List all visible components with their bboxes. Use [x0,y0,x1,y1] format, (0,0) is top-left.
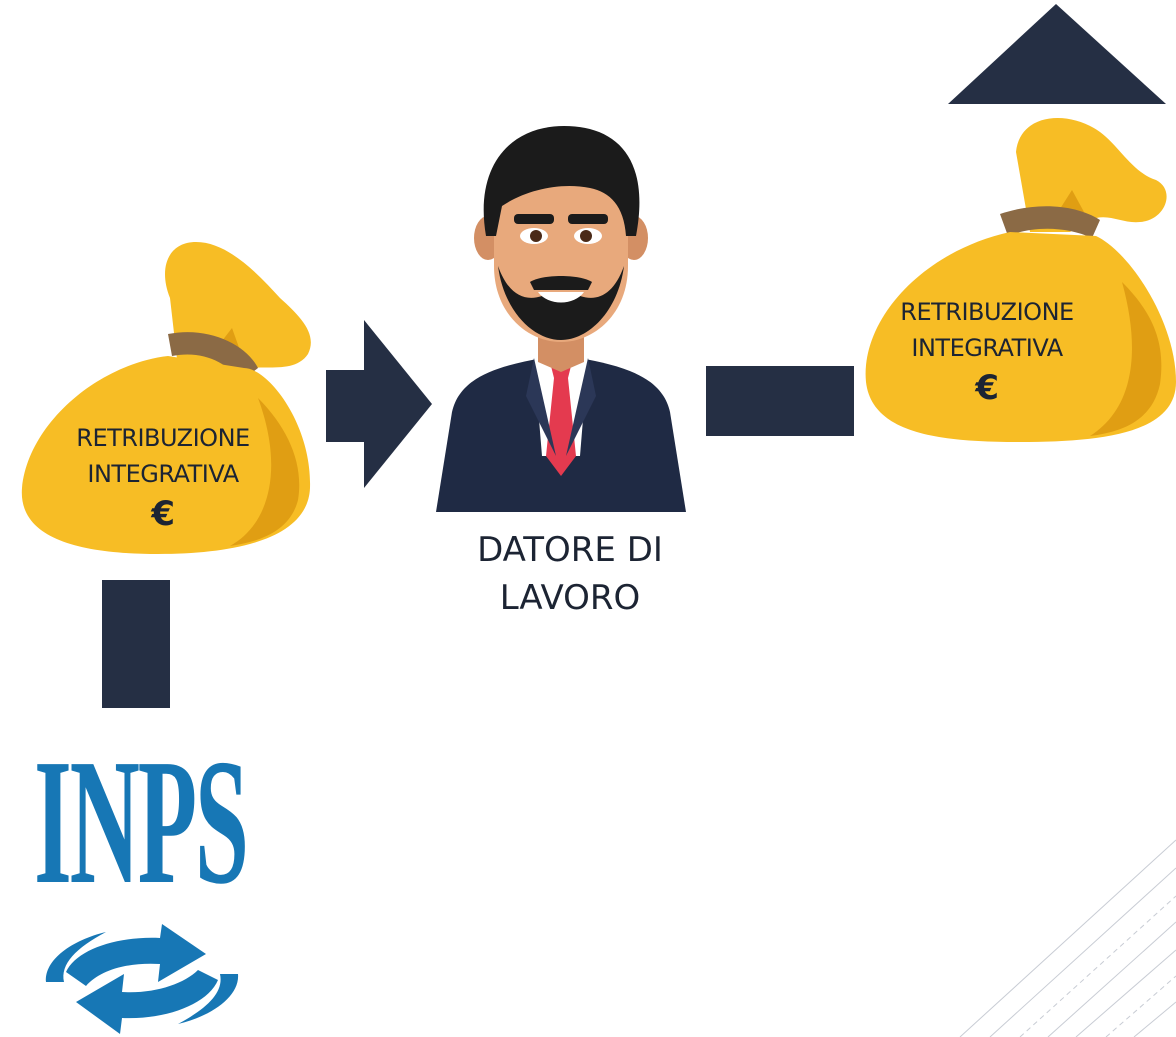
arrow-up-icon [948,4,1166,104]
money-bag-icon [21,242,311,554]
right-bag-line2: INTEGRATIVA [911,334,1063,362]
arrow-right-icon [364,320,432,488]
arrow-connector-down [102,580,170,708]
right-bag-currency: € [975,368,999,408]
decorative-corner-lines [959,839,1176,1037]
inps-cycle-icon [45,924,239,1034]
employer-line2: LAVORO [499,578,641,618]
employer-line1: DATORE DI [477,530,663,570]
arrow-right-shaft [326,370,366,442]
arrow-connector-right [706,366,854,436]
left-bag-line1: RETRIBUZIONE [76,424,250,452]
inps-logo: INPS [34,722,249,921]
left-bag-label: RETRIBUZIONE INTEGRATIVA € [38,420,288,536]
right-bag-line1: RETRIBUZIONE [900,298,1074,326]
money-bag-icon [865,118,1176,442]
employer-caption: DATORE DI LAVORO [420,526,720,622]
businessman-icon [436,126,686,512]
left-bag-currency: € [151,494,175,534]
left-bag-line2: INTEGRATIVA [87,460,239,488]
right-bag-label: RETRIBUZIONE INTEGRATIVA € [862,294,1112,410]
